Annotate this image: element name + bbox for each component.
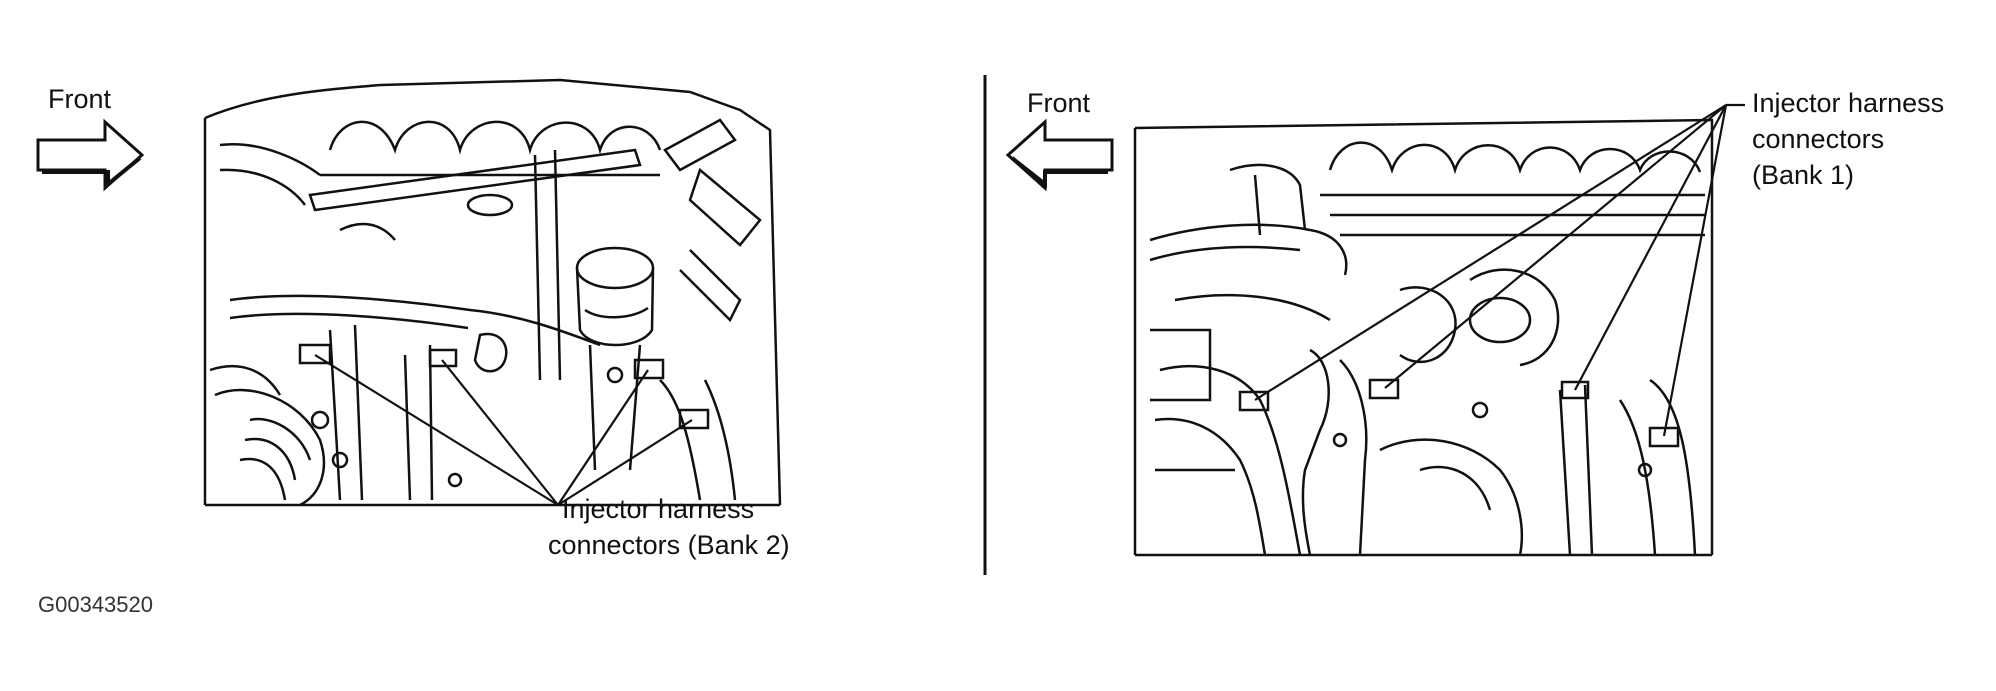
callout-label-bank2-line2: connectors (Bank 2) bbox=[548, 530, 790, 560]
callout-label-bank1-line2: connectors bbox=[1752, 124, 1885, 154]
figure-id: G00343520 bbox=[38, 592, 153, 617]
callout-leaders-bank1 bbox=[1254, 103, 1745, 437]
callout-label-bank1-line1: Injector harness bbox=[1752, 88, 1945, 118]
front-label-right: Front bbox=[1027, 88, 1091, 118]
front-label-left: Front bbox=[48, 84, 112, 114]
engine-illustration-bank2 bbox=[203, 78, 782, 507]
callout-label-bank2-line1: Injector harness bbox=[562, 494, 755, 524]
callout-label-bank1-line3: (Bank 1) bbox=[1752, 160, 1855, 190]
engine-illustration-bank1 bbox=[1133, 118, 1714, 557]
front-arrow-left-icon bbox=[1005, 118, 1114, 192]
callout-leaders-bank2 bbox=[314, 354, 693, 506]
front-arrow-right-icon bbox=[36, 118, 145, 192]
